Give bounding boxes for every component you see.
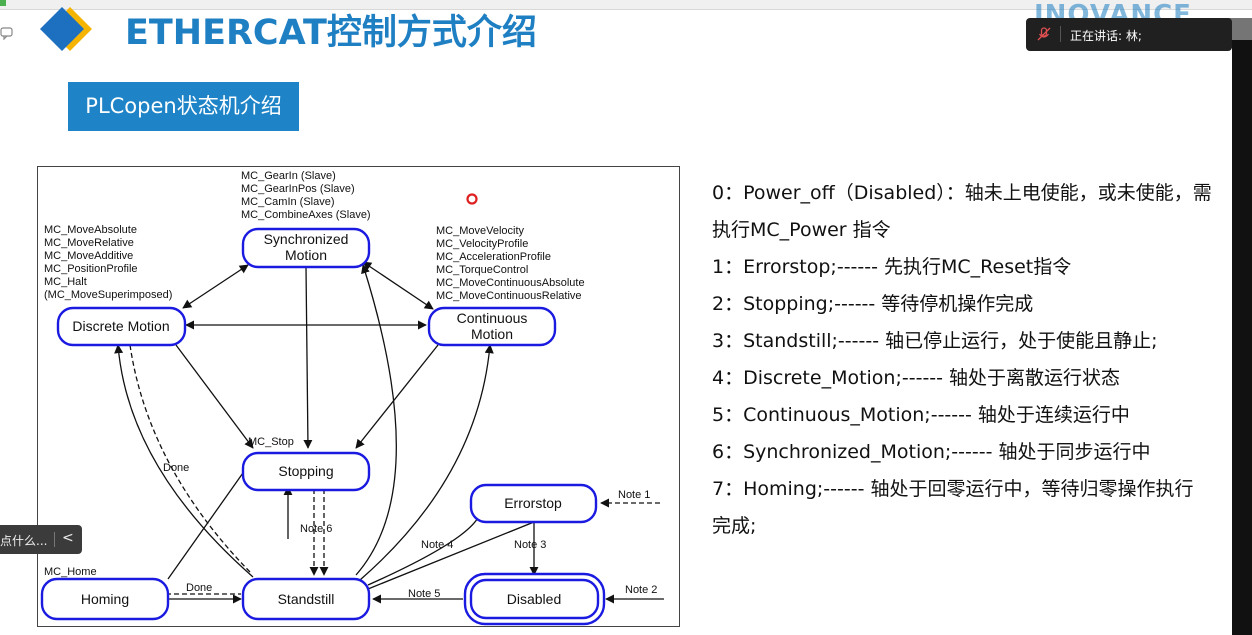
- state-label: Standstill: [278, 591, 335, 607]
- window-grip-icon: [0, 0, 6, 6]
- chevron-left-icon[interactable]: <: [62, 530, 74, 546]
- browser-top-strip: [0, 0, 1252, 10]
- state-description-list: 0：Power_off（Disabled）：轴未上电使能，或未使能，需执行MC_…: [712, 175, 1212, 545]
- discrete-command: MC_Halt: [44, 276, 87, 288]
- discrete-command: MC_MoveAdditive: [44, 250, 133, 262]
- state-label: Homing: [81, 591, 129, 607]
- continuous-command: MC_MoveContinuousRelative: [436, 290, 582, 302]
- floating-input-button[interactable]: 点什么... <: [0, 525, 82, 554]
- continuous-command: MC_AccelerationProfile: [436, 251, 551, 263]
- state-label: Motion: [285, 247, 327, 263]
- logo-diamond-icon: [40, 7, 92, 51]
- state-label: Errorstop: [504, 495, 562, 511]
- state-label: Synchronized: [264, 231, 349, 247]
- speaking-indicator[interactable]: 正在讲话: 林;: [1026, 18, 1232, 51]
- continuous-command: MC_MoveVelocity: [436, 225, 525, 237]
- state-stopping: [241, 451, 371, 492]
- state-label: Stopping: [278, 463, 333, 479]
- state-disabled: [469, 578, 600, 620]
- note-label: Note 3: [514, 539, 546, 551]
- discrete-command: (MC_MoveSuperimposed): [44, 289, 172, 301]
- slide-title: ETHERCAT控制方式介绍: [125, 13, 537, 53]
- state-label: Motion: [471, 326, 513, 342]
- description-line: 2：Stopping;------ 等待停机操作完成: [712, 293, 1034, 315]
- state-label: Discrete Motion: [72, 318, 169, 334]
- done-label: Done: [186, 582, 212, 594]
- state-homing: [40, 577, 170, 621]
- note-label: Note 1: [618, 489, 650, 501]
- section-tag: PLCopen状态机介绍: [68, 82, 299, 131]
- note-label: Note 2: [625, 584, 657, 596]
- state-continuous-motion: [427, 306, 557, 347]
- chat-icon[interactable]: [0, 26, 14, 40]
- mc-home-label: MC_Home: [44, 566, 97, 578]
- sync-command: MC_CombineAxes (Slave): [241, 209, 371, 221]
- description-line: 5：Continuous_Motion;------ 轴处于连续运行中: [712, 404, 1130, 426]
- description-line: 7：Homing;------ 轴处于回零运行中，等待归零操作执行完成;: [712, 478, 1194, 537]
- note-label: Note 6: [300, 523, 332, 535]
- state-discrete-motion: [56, 306, 187, 347]
- description-line: 3：Standstill;------ 轴已停止运行，处于使能且静止;: [712, 330, 1158, 352]
- continuous-command: MC_MoveContinuousAbsolute: [436, 277, 585, 289]
- done-label: Done: [163, 462, 189, 474]
- description-line: 4：Discrete_Motion;------ 轴处于离散运行状态: [712, 367, 1121, 389]
- continuous-command: MC_VelocityProfile: [436, 238, 528, 250]
- state-label: Continuous: [457, 310, 528, 326]
- speaking-label: 正在讲话: 林;: [1070, 29, 1142, 43]
- state-diagram-svg: Synchronized Motion Discrete Motion Cont…: [40, 170, 664, 626]
- description-line: 6：Synchronized_Motion;------ 轴处于同步运行中: [712, 441, 1151, 463]
- discrete-command: MC_PositionProfile: [44, 263, 138, 275]
- continuous-command: MC_TorqueControl: [436, 264, 528, 276]
- state-label: Disabled: [507, 591, 561, 607]
- mc-stop-label: MC_Stop: [248, 436, 294, 448]
- description-line: 1：Errorstop;------ 先执行MC_Reset指令: [712, 256, 1072, 278]
- sync-command: MC_GearInPos (Slave): [241, 183, 355, 195]
- description-line: 0：Power_off（Disabled）：轴未上电使能，或未使能，需执行MC_…: [712, 182, 1212, 241]
- note-label: Note 5: [408, 588, 440, 600]
- discrete-command: MC_MoveRelative: [44, 237, 134, 249]
- plcopen-state-diagram: Synchronized Motion Discrete Motion Cont…: [37, 166, 680, 627]
- floating-input-label: 点什么...: [0, 534, 48, 548]
- sync-command: MC_CamIn (Slave): [241, 196, 335, 208]
- discrete-command: MC_MoveAbsolute: [44, 224, 137, 236]
- state-synchronized-motion: [241, 227, 371, 269]
- state-errorstop: [469, 483, 598, 524]
- laser-pointer-icon: [466, 193, 478, 205]
- window-edge: [1232, 40, 1252, 635]
- sync-command: MC_GearIn (Slave): [241, 170, 336, 182]
- muted-mic-icon: [1037, 27, 1051, 41]
- note-label: Note 4: [421, 539, 453, 551]
- state-standstill: [241, 577, 371, 621]
